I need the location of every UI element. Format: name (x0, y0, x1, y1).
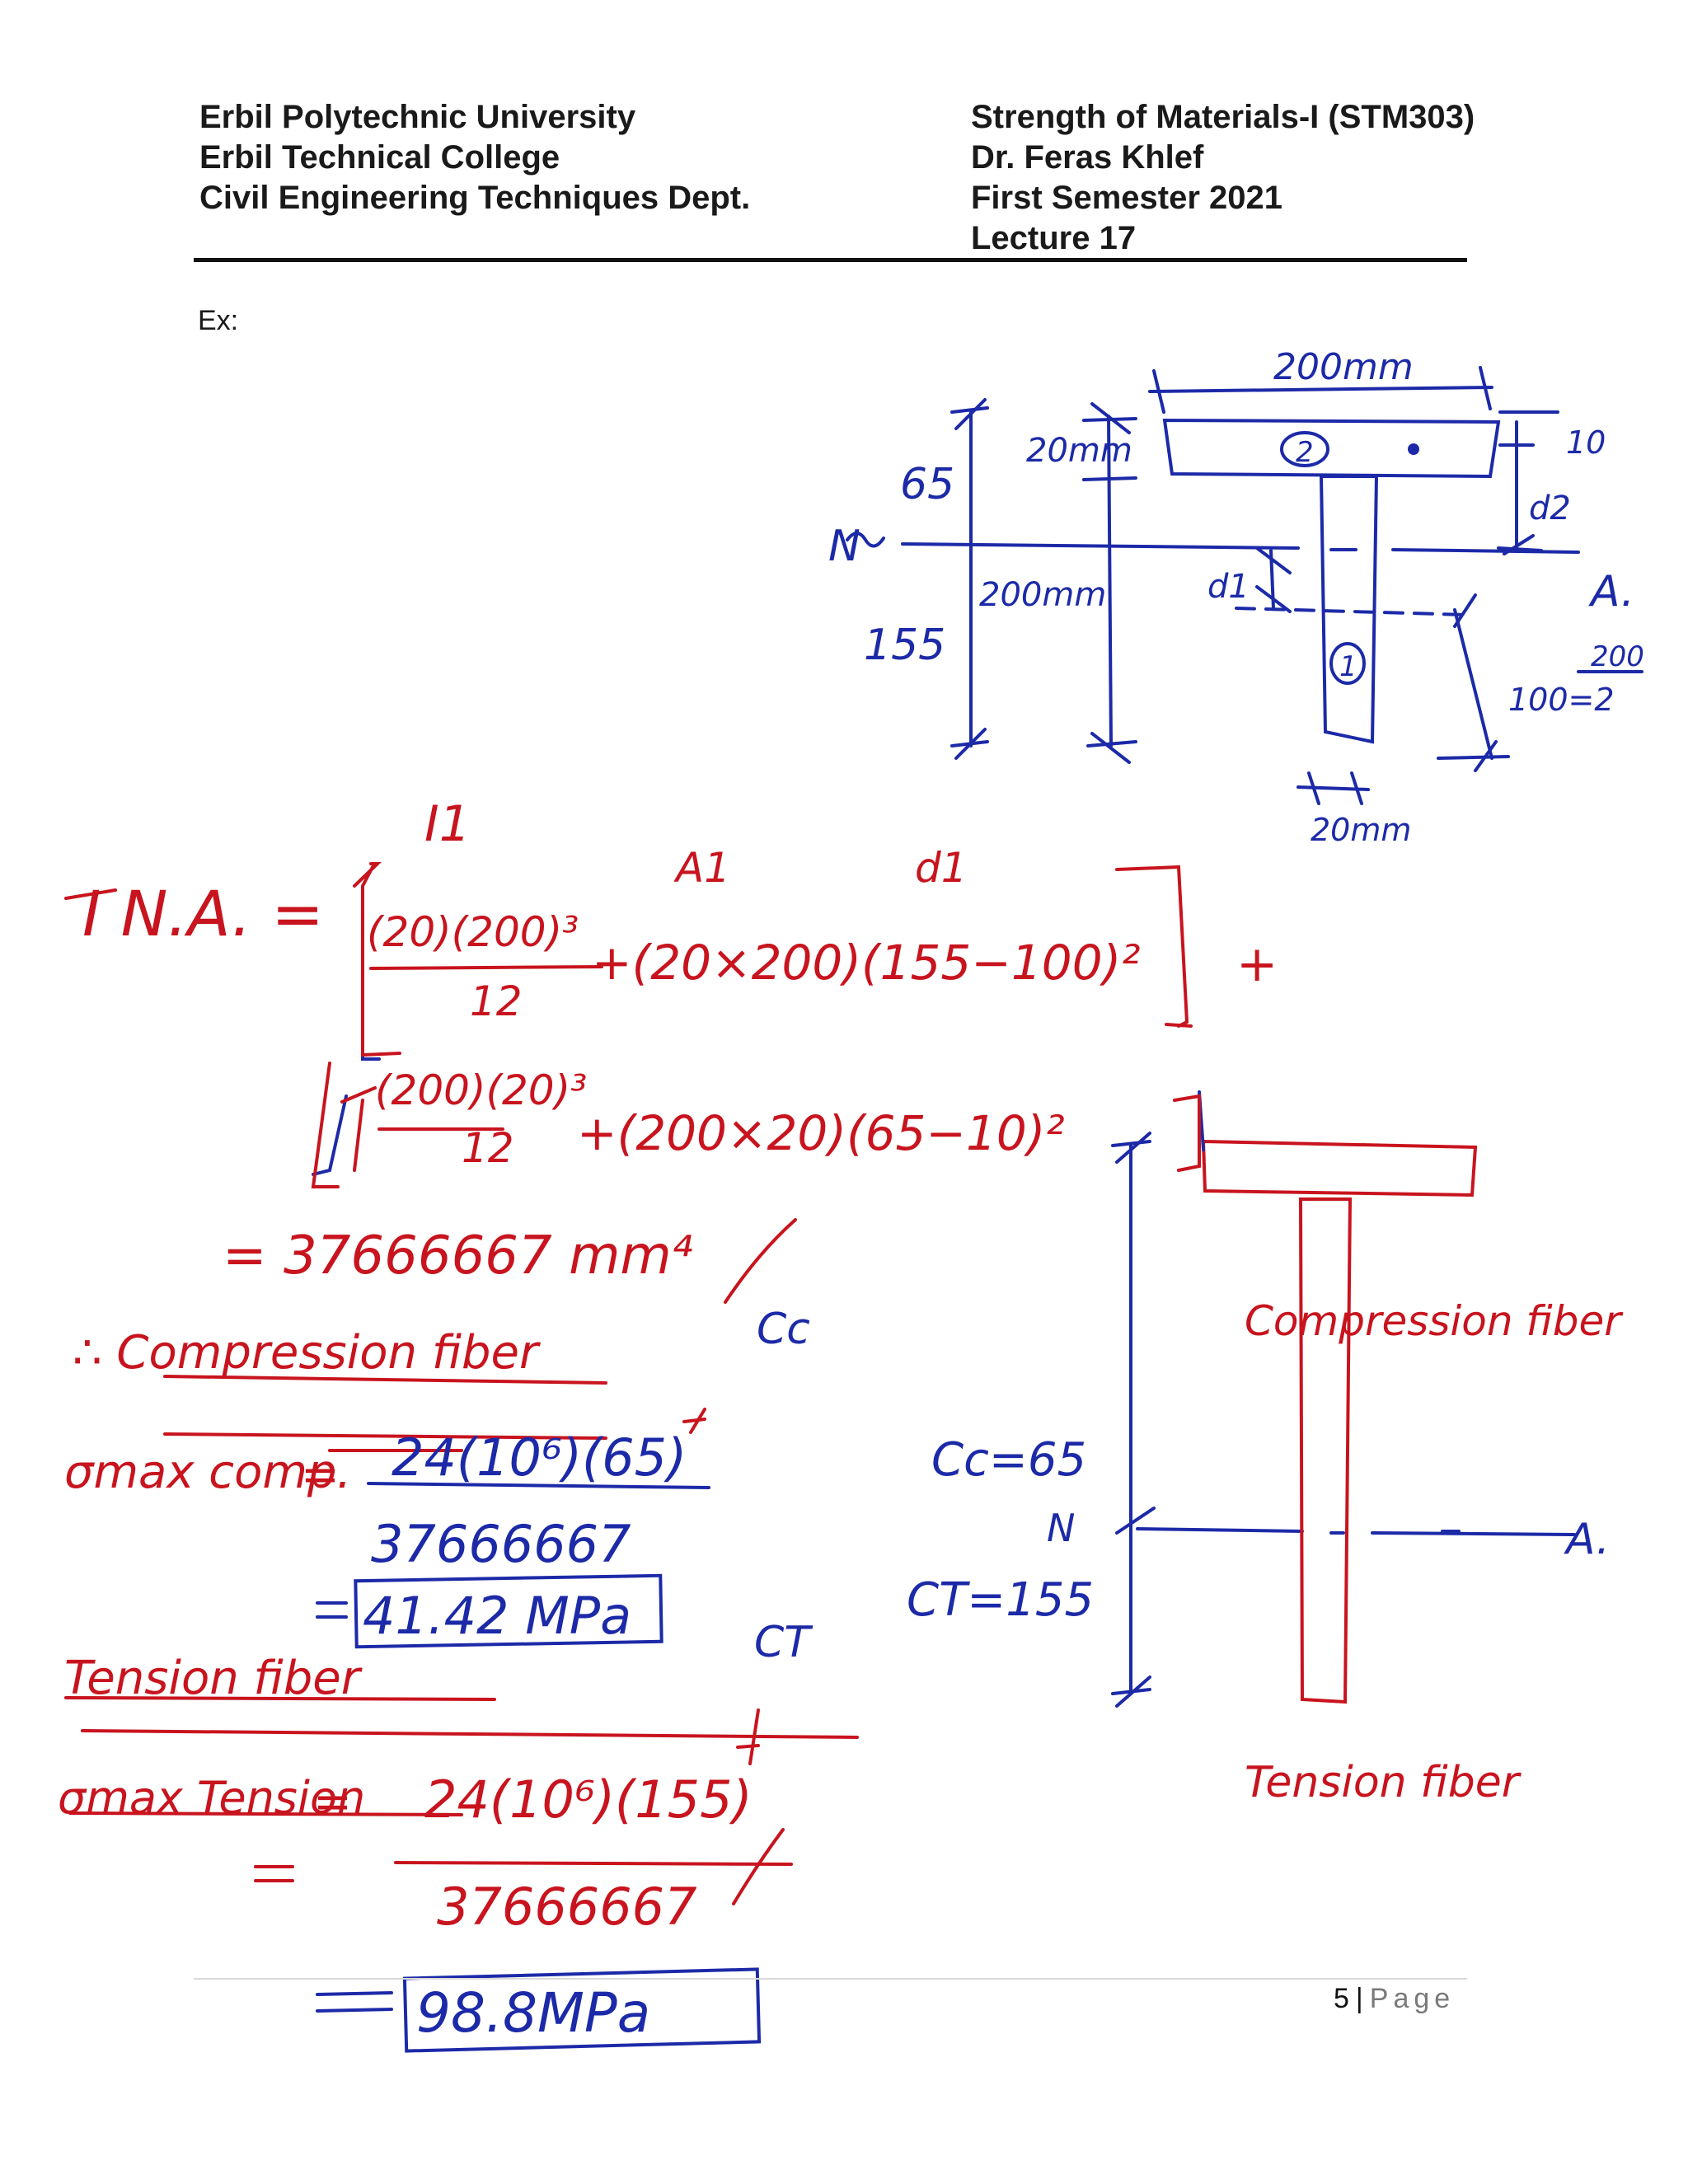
semester: First Semester 2021 (971, 180, 1283, 216)
dim-line-flange-width (1148, 386, 1493, 393)
dim-line-web (1107, 415, 1113, 748)
sigma-tension: σmax Tension (58, 1772, 365, 1824)
label-ratio-top: 200 (1591, 640, 1644, 673)
t-flange (1162, 418, 1501, 479)
footer-separator: | (1355, 1983, 1363, 2014)
label-na-right: A. (1588, 567, 1634, 616)
inertia-result: = 37666667 mm⁴ (223, 1226, 692, 1286)
page-word: Page (1369, 1983, 1456, 2014)
page-footer: 5|Page (1334, 1983, 1455, 2015)
label-tension-fiber: Tension fiber (1245, 1758, 1522, 1807)
label-dim-10: 10 (1566, 424, 1606, 461)
compression-title: ∴ Compression fiber (73, 1326, 541, 1380)
university-name: Erbil Polytechnic University (199, 99, 636, 135)
term2-rest: +(200×20)(65−10)² (577, 1105, 1065, 1161)
tension-result: 98.8MPa (416, 1981, 650, 2045)
t-web (1319, 475, 1379, 744)
term1-denominator: 12 (470, 977, 523, 1025)
label-dim-65: 65 (900, 460, 954, 509)
compression-result: 41.42 MPa (363, 1586, 631, 1646)
page-number: 5 (1334, 1983, 1349, 2014)
label-A1: A1 (673, 844, 730, 892)
term2-denominator: 12 (462, 1124, 514, 1172)
label-I1: I1 (424, 795, 471, 853)
tension-denominator: 37666667 (437, 1877, 697, 1937)
label-ratio-bottom: 100=2 (1508, 682, 1615, 718)
label-ct: CT (754, 1618, 814, 1667)
header-institution: Erbil Polytechnic University Erbil Techn… (199, 97, 750, 218)
label-cc-65: Cc=65 (931, 1433, 1086, 1487)
label-flange-thickness: 20mm (1026, 432, 1132, 470)
term1-rest: +(20×200)(155−100)² (592, 935, 1140, 991)
compression-numerator: 24(10⁶)(65) (392, 1427, 687, 1488)
example-label: Ex: (198, 305, 239, 336)
lecture-number: Lecture 17 (971, 220, 1137, 256)
tension-equals: = (313, 1775, 352, 1829)
tension-result-box (402, 1967, 762, 2053)
label-dim-155: 155 (864, 621, 945, 670)
college-name: Erbil Technical College (199, 139, 560, 176)
label-ct-155: CT=155 (907, 1573, 1094, 1627)
label-flange-width: 200mm (1273, 346, 1414, 388)
sigma-comp: σmax comp. (64, 1446, 351, 1499)
t-web-bottom (1298, 1197, 1353, 1704)
tension-title: Tension fiber (64, 1652, 363, 1705)
label-d2: d2 (1529, 490, 1571, 527)
label-na-left: N (828, 522, 860, 571)
department-name: Civil Engineering Techniques Dept. (199, 180, 751, 216)
t-flange-bottom (1201, 1139, 1478, 1197)
neutral-axis-bottom (1136, 1527, 1304, 1533)
term2-numerator: (200)(20)³ (375, 1066, 587, 1114)
instructor-name: Dr. Feras Khlef (971, 139, 1204, 176)
label-na-right-bottom: A. (1564, 1515, 1610, 1564)
label-na-left-bottom: N (1047, 1506, 1075, 1550)
compression-result-box (354, 1573, 663, 1649)
label-d1-eq: d1 (915, 844, 968, 892)
compression-equals: = (301, 1448, 340, 1502)
label-part-1: 1 (1339, 650, 1357, 683)
header-course: Strength of Materials-I (STM303) Dr. Fer… (971, 97, 1475, 259)
tension-numerator: 24(10⁶)(155) (424, 1769, 753, 1830)
label-web-depth: 200mm (979, 576, 1106, 614)
header-divider (194, 258, 1467, 262)
neutral-axis-top (901, 542, 1300, 550)
label-d1: d1 (1207, 568, 1250, 606)
label-part-2: 2 (1296, 436, 1314, 469)
plus-sign: + (1236, 935, 1278, 993)
label-compression-fiber: Compression fiber (1245, 1297, 1624, 1345)
lhs-inertia: I N.A. = (82, 877, 324, 950)
label-web-width: 20mm (1311, 812, 1411, 848)
course-title: Strength of Materials-I (STM303) (971, 99, 1475, 135)
label-cc: Cc (757, 1305, 810, 1354)
term1-numerator: (20)(200)³ (367, 908, 579, 956)
compression-denominator: 37666667 (371, 1514, 631, 1574)
footer-divider (194, 1978, 1467, 1980)
